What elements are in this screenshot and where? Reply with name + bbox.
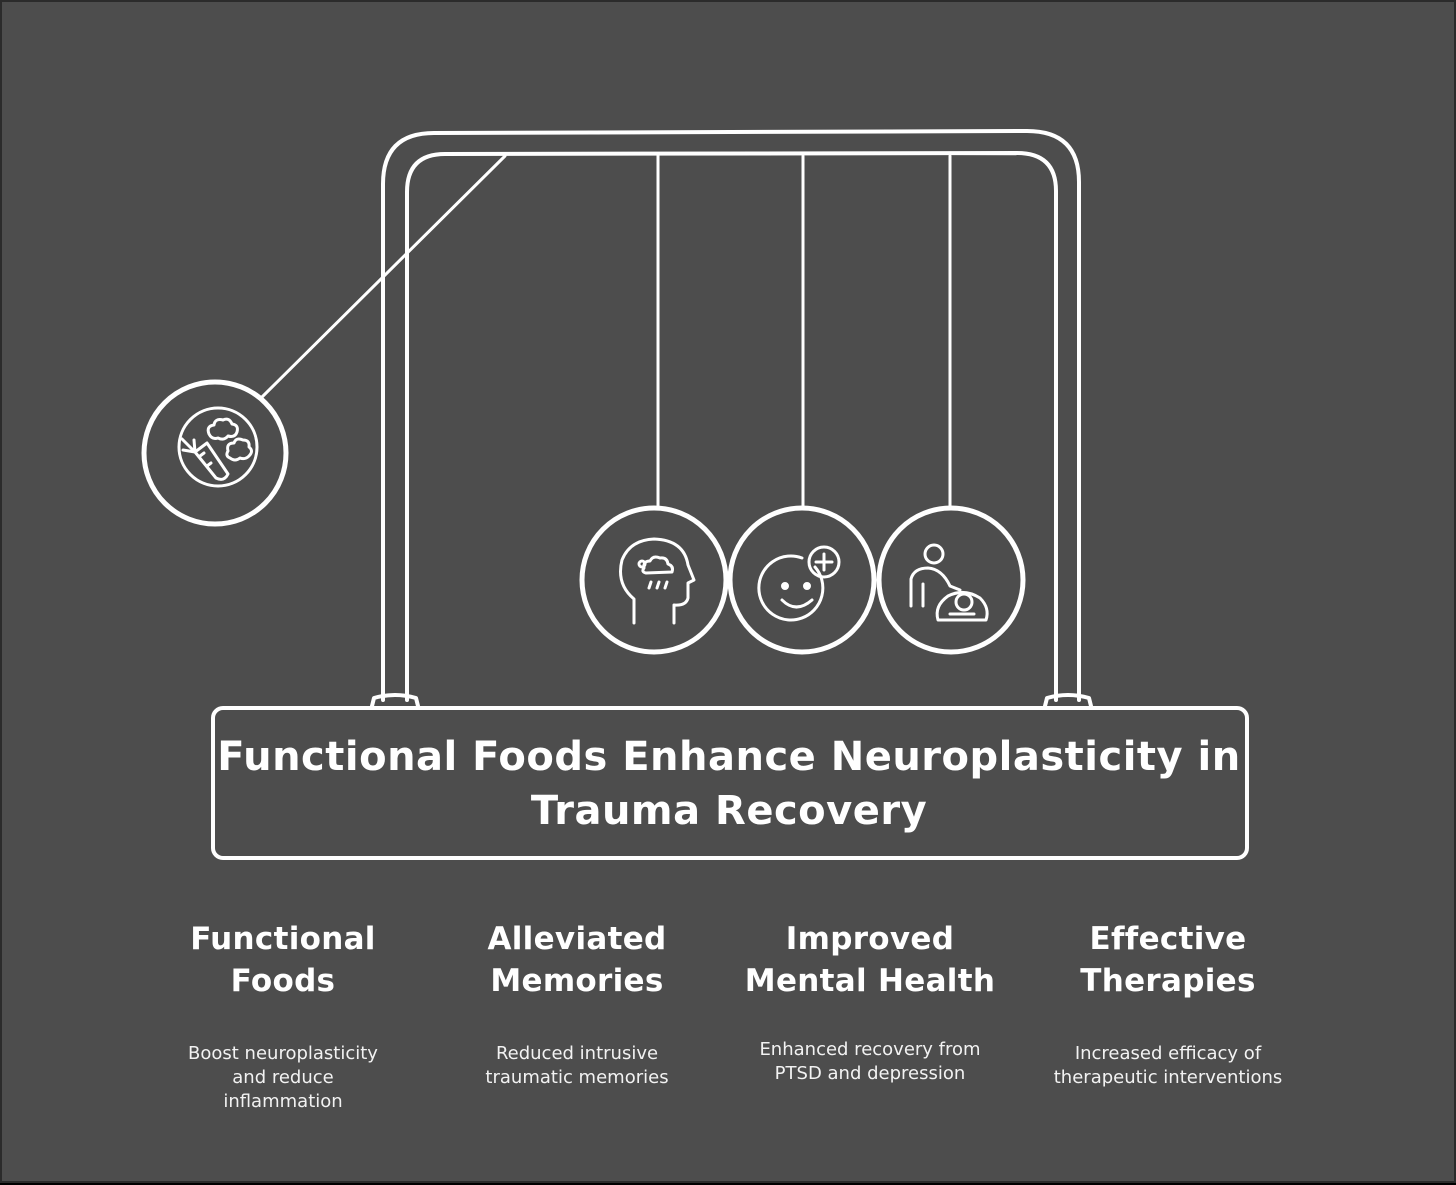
item-description: Enhanced recovery from PTSD and depressi… bbox=[759, 1039, 981, 1084]
pendulum-strings bbox=[258, 154, 952, 509]
item-description: Boost neuroplasticity and reduce inflamm… bbox=[188, 1043, 378, 1112]
item-description: Increased efficacy of therapeutic interv… bbox=[1053, 1043, 1283, 1088]
item-heading: Improved Mental Health bbox=[744, 921, 996, 999]
item-heading: Alleviated Memories bbox=[487, 921, 667, 999]
cradle-frame bbox=[370, 129, 1093, 708]
title-plaque bbox=[211, 706, 1249, 860]
vegetables-icon bbox=[177, 406, 259, 488]
page-title: Functional Foods Enhance Neuroplasticity… bbox=[217, 734, 1241, 834]
item-heading: Functional Foods bbox=[190, 921, 376, 999]
item-functional-foods: Functional Foods Boost neuroplasticity a… bbox=[153, 918, 413, 1114]
therapist-patient-icon bbox=[909, 543, 989, 622]
ball-functional-foods bbox=[141, 379, 289, 527]
ball-improved-mental-health bbox=[727, 505, 877, 655]
item-improved-mental-health: Improved Mental Health Enhanced recovery… bbox=[740, 918, 1000, 1086]
head-rain-cloud-icon bbox=[619, 537, 696, 625]
item-effective-therapies: Effective Therapies Increased efficacy o… bbox=[1038, 918, 1298, 1090]
ball-effective-therapies bbox=[876, 505, 1026, 655]
item-heading: Effective Therapies bbox=[1080, 921, 1256, 999]
smiley-plus-icon bbox=[757, 545, 841, 622]
ball-alleviated-memories bbox=[579, 505, 729, 655]
item-description: Reduced intrusive traumatic memories bbox=[485, 1043, 669, 1088]
item-alleviated-memories: Alleviated Memories Reduced intrusive tr… bbox=[447, 918, 707, 1090]
